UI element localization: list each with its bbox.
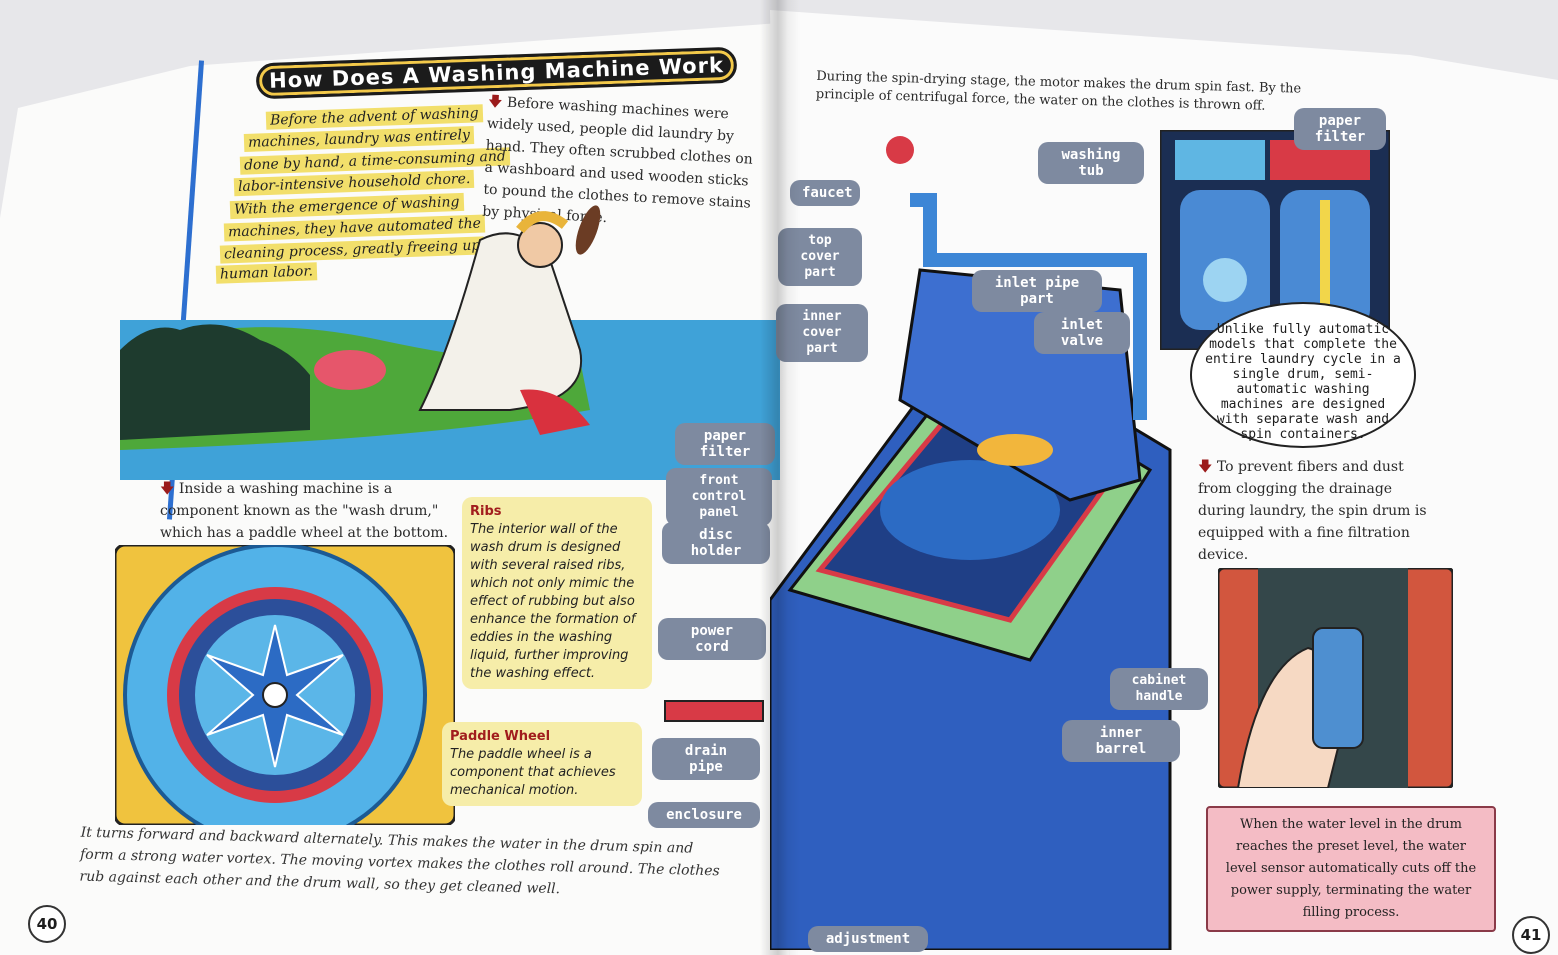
drum-text: 🡇 Inside a washing machine is a componen… xyxy=(160,478,450,544)
ribs-text: The interior wall of the wash drum is de… xyxy=(470,522,636,681)
label-inlet-valve: inlet valve xyxy=(1034,312,1130,354)
ribs-title: Ribs xyxy=(470,504,502,519)
paddle-text: The paddle wheel is a component that ach… xyxy=(450,747,616,798)
label-front-control-panel: front control panel xyxy=(666,468,772,526)
filter-paragraph: To prevent fibers and dust from clogging… xyxy=(1198,459,1427,563)
label-inner-barrel: inner barrel xyxy=(1062,720,1180,762)
filtration-illustration xyxy=(1218,568,1453,788)
label-adjustment: adjustment xyxy=(808,926,928,952)
ribs-note: Ribs The interior wall of the wash drum … xyxy=(462,497,652,689)
label-washing-tub: washing tub xyxy=(1038,142,1144,184)
drum-paragraph: Inside a washing machine is a component … xyxy=(160,481,449,541)
label-paper-filter-left: paper filter xyxy=(675,423,775,465)
label-faucet: faucet xyxy=(790,180,860,206)
label-inner-cover-part: inner cover part xyxy=(776,304,868,362)
label-power-cord: power cord xyxy=(658,618,766,660)
drain-pipe-illustration xyxy=(664,700,764,722)
page-number-left: 40 xyxy=(28,905,66,943)
label-inlet-pipe-part: inlet pipe part xyxy=(972,270,1102,312)
label-disc-holder: disc holder xyxy=(662,522,770,564)
label-top-cover-part: top cover part xyxy=(778,228,862,286)
paddle-note: Paddle Wheel The paddle wheel is a compo… xyxy=(442,722,642,806)
book-gutter-shadow xyxy=(760,0,800,955)
label-cabinet-handle: cabinet handle xyxy=(1110,668,1208,710)
water-sensor-box: When the water level in the drum reaches… xyxy=(1206,806,1496,932)
label-enclosure: enclosure xyxy=(648,802,760,828)
page-number-right: 41 xyxy=(1512,916,1550,954)
label-paper-filter-right: paper filter xyxy=(1294,108,1386,150)
semi-automatic-machine-illustration xyxy=(1160,130,1390,350)
washing-machine-illustration xyxy=(770,136,1172,950)
filter-text: 🡇 To prevent fibers and dust from cloggi… xyxy=(1198,456,1438,566)
arrow-down-icon: 🡇 xyxy=(487,93,503,111)
arrow-down-icon: 🡇 xyxy=(1198,459,1213,475)
paddle-title: Paddle Wheel xyxy=(450,729,551,744)
label-drain-pipe: drain pipe xyxy=(652,738,760,780)
river-illustration xyxy=(120,205,780,480)
wash-drum-illustration xyxy=(115,545,455,825)
arrow-down-icon: 🡇 xyxy=(160,481,175,497)
semi-automatic-bubble: Unlike fully automatic models that compl… xyxy=(1190,302,1416,448)
